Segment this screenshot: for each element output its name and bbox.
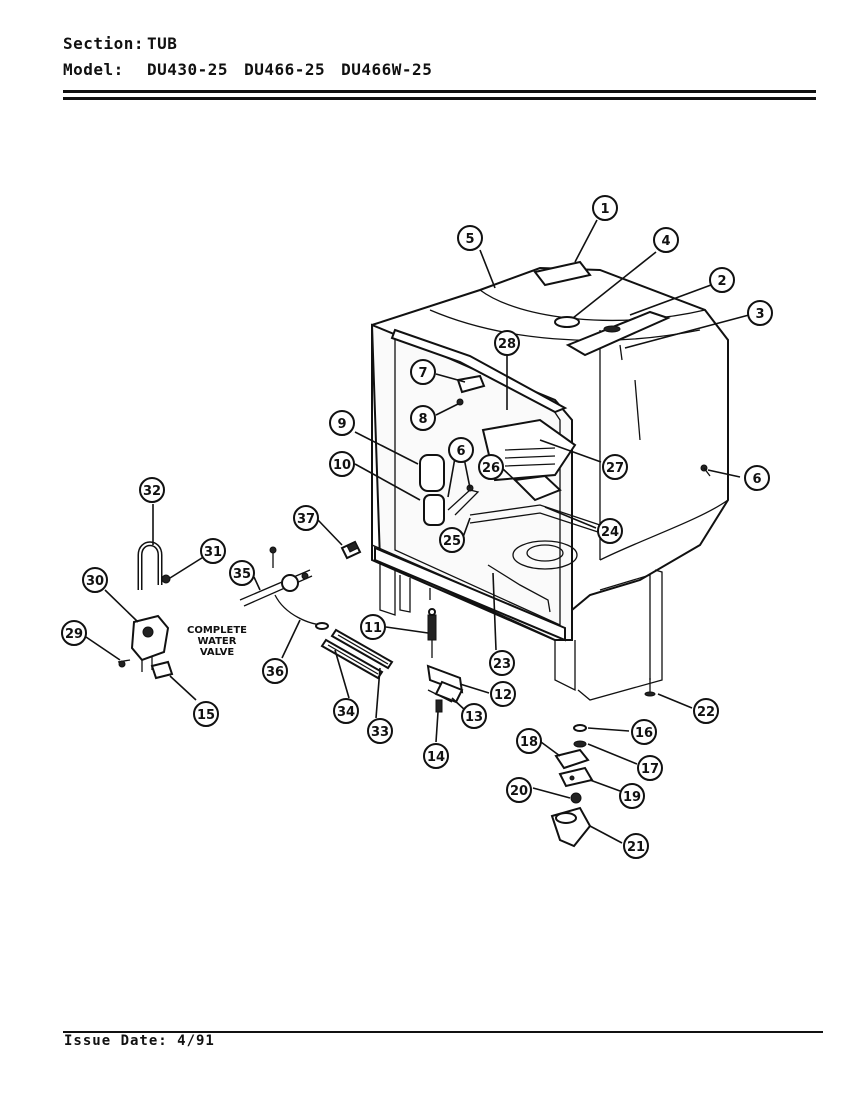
callout-35: 35 xyxy=(229,560,255,586)
tub-assembly xyxy=(370,260,729,701)
svg-text:5: 5 xyxy=(465,232,474,247)
header-rule-bottom xyxy=(63,97,816,100)
callout-1: 1 xyxy=(592,195,618,221)
callout-13: 13 xyxy=(461,703,487,729)
section-label: Section: xyxy=(63,34,145,53)
svg-text:21: 21 xyxy=(627,840,645,855)
callout-17: 17 xyxy=(637,755,663,781)
callout-9: 9 xyxy=(329,410,355,436)
callout-15: 15 xyxy=(193,701,219,727)
svg-text:36: 36 xyxy=(266,665,284,680)
callout-32: 32 xyxy=(139,477,165,503)
callout-4: 4 xyxy=(653,227,679,253)
callout-28: 28 xyxy=(494,330,520,356)
svg-text:17: 17 xyxy=(641,762,659,777)
svg-text:24: 24 xyxy=(601,525,619,540)
callout-3: 3 xyxy=(747,300,773,326)
section-line: Section:TUB xyxy=(63,34,193,53)
callout-31: 31 xyxy=(200,538,226,564)
svg-text:1: 1 xyxy=(600,202,609,217)
header-rule-top xyxy=(63,90,816,93)
callout-20: 20 xyxy=(506,777,532,803)
callout-16: 16 xyxy=(631,719,657,745)
callout-2: 2 xyxy=(709,267,735,293)
callout-21: 21 xyxy=(623,833,649,859)
callout-27: 27 xyxy=(602,454,628,480)
callout-8-inner: 8 xyxy=(410,405,436,431)
leader-lines xyxy=(85,219,750,844)
callouts: 1 2 3 4 5 6 6 7 8 8 9 10 11 12 13 14 15 … xyxy=(61,195,773,859)
svg-text:11: 11 xyxy=(364,621,382,636)
svg-text:31: 31 xyxy=(204,545,222,560)
callout-18: 18 xyxy=(516,728,542,754)
svg-text:30: 30 xyxy=(86,574,104,589)
svg-text:14: 14 xyxy=(427,750,445,765)
model-line: Model: DU430-25 DU466-25 DU466W-25 xyxy=(63,60,448,79)
callout-30: 30 xyxy=(82,567,108,593)
svg-text:28: 28 xyxy=(498,337,516,352)
callout-37: 37 xyxy=(293,505,319,531)
svg-text:37: 37 xyxy=(297,512,315,527)
callout-14: 14 xyxy=(423,743,449,769)
callout-7: 7 xyxy=(410,359,436,385)
note-line-2: WATER xyxy=(198,636,237,647)
svg-text:13: 13 xyxy=(465,710,483,725)
callout-33: 33 xyxy=(367,718,393,744)
svg-text:32: 32 xyxy=(143,484,161,499)
svg-text:26: 26 xyxy=(482,461,500,476)
note-line-3: VALVE xyxy=(200,647,235,658)
issue-date: Issue Date: 4/91 xyxy=(64,1033,215,1049)
svg-text:7: 7 xyxy=(418,366,427,381)
callout-29: 29 xyxy=(61,620,87,646)
callout-6-right: 6 xyxy=(744,465,770,491)
svg-text:9: 9 xyxy=(337,417,346,432)
callout-5: 5 xyxy=(457,225,483,251)
model-number-3: DU466W-25 xyxy=(341,60,433,79)
svg-text:3: 3 xyxy=(755,307,764,322)
callout-34: 34 xyxy=(333,698,359,724)
svg-text:27: 27 xyxy=(606,461,624,476)
svg-text:8: 8 xyxy=(418,412,427,427)
svg-text:18: 18 xyxy=(520,735,538,750)
callout-22: 22 xyxy=(693,698,719,724)
model-number-2: DU466-25 xyxy=(244,60,326,79)
callout-12: 12 xyxy=(490,681,516,707)
callout-25: 25 xyxy=(439,527,465,553)
svg-text:4: 4 xyxy=(661,234,670,249)
svg-text:6: 6 xyxy=(752,472,761,487)
callout-24: 24 xyxy=(597,518,623,544)
svg-text:2: 2 xyxy=(717,274,726,289)
svg-text:16: 16 xyxy=(635,726,653,741)
svg-text:19: 19 xyxy=(623,790,641,805)
section-value: TUB xyxy=(147,34,178,53)
callout-19: 19 xyxy=(619,783,645,809)
callout-23: 23 xyxy=(489,650,515,676)
svg-text:20: 20 xyxy=(510,784,528,799)
svg-text:25: 25 xyxy=(443,534,461,549)
svg-text:6: 6 xyxy=(456,444,465,459)
svg-text:10: 10 xyxy=(333,458,351,473)
callout-36: 36 xyxy=(262,658,288,684)
callout-10: 10 xyxy=(329,451,355,477)
svg-text:34: 34 xyxy=(337,705,355,720)
loose-parts xyxy=(117,344,711,848)
svg-text:15: 15 xyxy=(197,708,215,723)
model-label: Model: xyxy=(63,60,124,79)
note-line-1: COMPLETE xyxy=(187,625,247,636)
callout-6-inner: 6 xyxy=(448,437,474,463)
svg-text:12: 12 xyxy=(494,688,512,703)
callout-11: 11 xyxy=(360,614,386,640)
svg-text:22: 22 xyxy=(697,705,715,720)
svg-text:23: 23 xyxy=(493,657,511,672)
model-number-1: DU430-25 xyxy=(147,60,229,79)
svg-text:35: 35 xyxy=(233,567,251,582)
footer-rule xyxy=(63,1031,823,1033)
complete-water-valve-note: COMPLETE WATER VALVE xyxy=(187,625,247,658)
svg-text:33: 33 xyxy=(371,725,389,740)
svg-text:29: 29 xyxy=(65,627,83,642)
callout-26: 26 xyxy=(478,454,504,480)
